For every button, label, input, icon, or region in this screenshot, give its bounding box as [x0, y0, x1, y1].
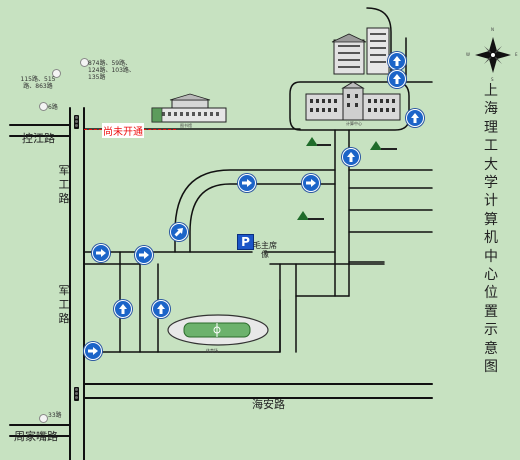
not-open-label: 尚未开通 — [102, 123, 144, 138]
title-char: 理 — [484, 119, 498, 136]
title-char: 位 — [484, 285, 498, 302]
compass-w-label: W — [466, 52, 470, 57]
bus-stop-pin-6[interactable] — [39, 102, 48, 111]
bus-stop-route-33: 33路 — [48, 412, 62, 419]
center-loop — [289, 81, 410, 131]
arrow-right-icon[interactable] — [135, 246, 153, 264]
arrow-right-icon[interactable] — [238, 174, 256, 192]
parking-icon[interactable]: P — [237, 234, 254, 250]
road-label-zhoujiazui: 周家嘴路 — [14, 430, 58, 443]
map-title: 上海理工大学计算机中心位置示意图 — [482, 82, 500, 377]
title-char: 大 — [484, 156, 498, 173]
computer-center-label: 计算中心 — [346, 121, 362, 126]
road-label-kongjiang: 控江路 — [22, 132, 55, 145]
arrow-right-icon[interactable] — [302, 174, 320, 192]
bus-stop-route-6: 6路 — [48, 104, 58, 111]
title-char: 机 — [484, 230, 498, 247]
bus-stop-pin-mid[interactable] — [80, 58, 89, 67]
stadium — [167, 314, 269, 346]
traffic-light-north — [74, 115, 79, 129]
title-char: 图 — [484, 359, 498, 376]
road-label-jungong-bottom: 军工路 — [58, 284, 70, 325]
road-label-jungong-top: 军工路 — [58, 164, 70, 205]
title-char: 算 — [484, 211, 498, 228]
traffic-light-south — [74, 387, 79, 401]
arrow-up-icon[interactable] — [342, 148, 360, 166]
campus-roads — [83, 7, 433, 353]
bus-stop-routes-mid: 874路、59路、124路、103路、135路 — [88, 60, 135, 81]
stadium-label: 体育场 — [206, 348, 218, 353]
computer-center-building — [305, 81, 401, 121]
library-building — [151, 93, 227, 123]
mao-statue-label: 毛主席像 — [253, 241, 277, 259]
arrow-up-icon[interactable] — [388, 52, 406, 70]
compass-e-label: E — [515, 52, 518, 57]
title-char: 示 — [484, 322, 498, 339]
arrow-diag-icon[interactable] — [170, 223, 188, 241]
title-char: 海 — [484, 101, 498, 118]
compass-s-label: S — [491, 77, 494, 82]
compass-rose — [475, 37, 511, 73]
compass-n-label: N — [491, 27, 494, 32]
bus-stop-pin-33[interactable] — [39, 414, 48, 423]
arrow-up-icon[interactable] — [114, 300, 132, 318]
arrow-up-icon[interactable] — [388, 70, 406, 88]
north-buildings — [331, 27, 390, 75]
library-label: 图书馆 — [180, 123, 192, 128]
bus-stop-pin[interactable] — [52, 69, 61, 78]
title-char: 心 — [484, 267, 498, 284]
arrow-up-icon[interactable] — [406, 109, 424, 127]
arrow-right-icon[interactable] — [92, 244, 110, 262]
road-label-haian: 海安路 — [252, 398, 285, 411]
north-curve-road — [366, 7, 392, 83]
title-char: 中 — [484, 248, 498, 265]
title-char: 计 — [484, 193, 498, 210]
arrow-right-icon[interactable] — [84, 342, 102, 360]
bus-stop-routes-left: 115路、515路、863路 — [20, 76, 56, 90]
title-char: 意 — [484, 340, 498, 357]
stadium-ring-road — [157, 299, 281, 353]
title-char: 工 — [484, 138, 498, 155]
main-roads — [9, 107, 433, 460]
arrow-up-icon[interactable] — [152, 300, 170, 318]
title-char: 学 — [484, 175, 498, 192]
title-char: 置 — [484, 303, 498, 320]
curve-road-inner — [189, 183, 336, 253]
trees — [297, 137, 397, 220]
title-char: 上 — [484, 83, 498, 99]
